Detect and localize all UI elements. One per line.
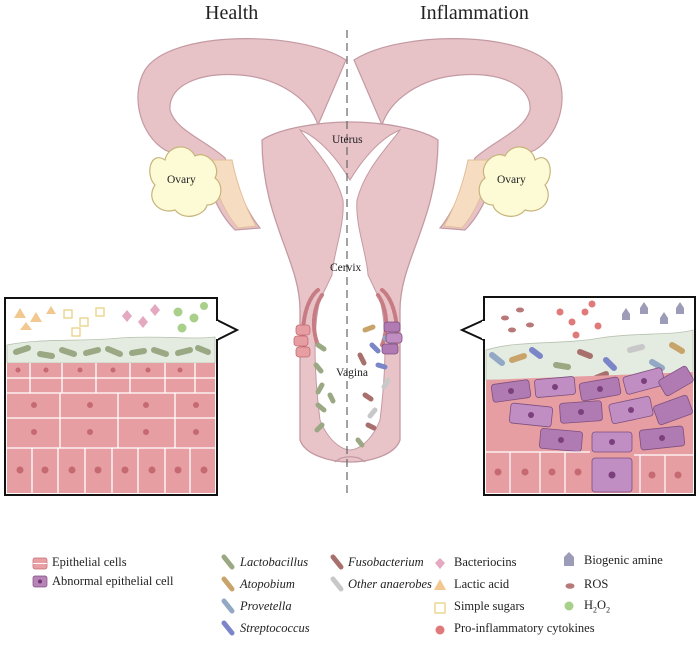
cervix-cells-right	[381, 321, 403, 355]
inflammation-inset	[459, 296, 696, 496]
ovary-right	[478, 146, 551, 217]
legend-h2o2: H2O2	[584, 598, 611, 615]
legend-epithelial-cells: Epithelial cells	[52, 555, 127, 569]
inflammation-header: Inflammation	[420, 2, 529, 24]
uterus-outline	[137, 38, 563, 463]
legend-streptococcus: Streptococcus	[240, 621, 310, 635]
legend-fusobacterium: Fusobacterium	[348, 555, 424, 569]
health-inset	[4, 297, 240, 496]
legend-atopobium: Atopobium	[240, 577, 295, 591]
health-header: Health	[205, 2, 259, 24]
legend-abnormal-epithelial-cell: Abnormal epithelial cell	[52, 574, 174, 588]
legend-pro-inflammatory-cytokines: Pro-inflammatory cytokines	[454, 621, 595, 635]
legend-lactic-acid: Lactic acid	[454, 577, 510, 591]
legend-icons	[32, 552, 575, 636]
uterus-label: Uterus	[332, 134, 363, 146]
ovary-left	[149, 146, 222, 217]
cervix-cells-left	[293, 324, 311, 358]
legend-biogenic-amine: Biogenic amine	[584, 553, 663, 567]
legend-lactobacillus: Lactobacillus	[240, 555, 309, 569]
cervix-label: Cervix	[330, 262, 362, 274]
legend-other-anaerobes: Other anaerobes	[348, 577, 432, 591]
ovary-right-label: Ovary	[497, 174, 526, 186]
legend-bacteriocins: Bacteriocins	[454, 555, 517, 569]
ovary-left-label: Ovary	[167, 174, 196, 186]
legend-ros: ROS	[584, 577, 609, 591]
vagina-label: Vagina	[336, 367, 368, 379]
legend-simple-sugars: Simple sugars	[454, 599, 525, 613]
vagina-bacteria-left	[313, 342, 336, 433]
legend-provetella: Provetella	[240, 599, 292, 613]
